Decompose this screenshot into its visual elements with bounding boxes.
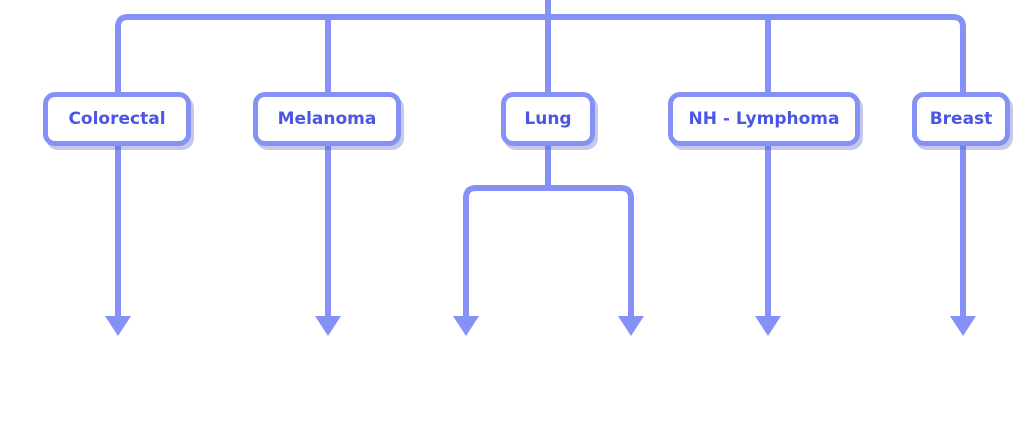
lung-split-line	[463, 185, 634, 318]
colorectal-arrowhead	[105, 316, 131, 336]
melanoma-arrowhead	[315, 316, 341, 336]
node-breast[interactable]: Breast	[912, 92, 1010, 146]
breast-arrowhead	[950, 316, 976, 336]
node-melanoma[interactable]: Melanoma	[253, 92, 401, 146]
node-label: Melanoma	[277, 109, 377, 129]
node-label: Colorectal	[68, 109, 166, 129]
lung-right-arrowhead	[618, 316, 644, 336]
node-label: NH - Lymphoma	[688, 109, 840, 129]
node-label: Breast	[929, 109, 993, 129]
top-bus-line	[115, 14, 966, 94]
node-lung[interactable]: Lung	[501, 92, 595, 146]
lymphoma-arrowhead	[755, 316, 781, 336]
lung-left-arrowhead	[453, 316, 479, 336]
node-nh-lymphoma[interactable]: NH - Lymphoma	[668, 92, 860, 146]
node-label: Lung	[524, 109, 572, 129]
node-colorectal[interactable]: Colorectal	[43, 92, 191, 146]
